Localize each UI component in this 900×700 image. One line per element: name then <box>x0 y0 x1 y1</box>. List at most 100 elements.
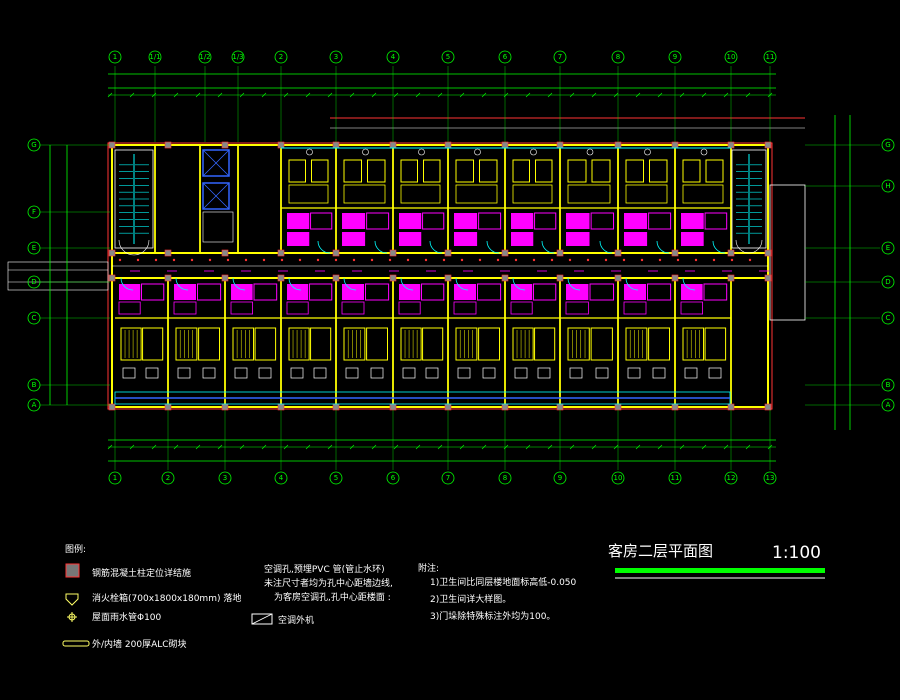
structural-column <box>164 141 172 149</box>
armchair <box>425 367 439 379</box>
grid-bubble-circle <box>108 50 122 64</box>
grid-bubble-bottom: 2 <box>161 471 175 485</box>
guest-room-south <box>286 277 333 379</box>
dimension-tick <box>613 92 619 98</box>
grid-bubble-bottom: 11 <box>668 471 682 485</box>
bed <box>478 327 501 361</box>
structural-column <box>764 274 772 282</box>
structural-column <box>389 141 397 149</box>
dimension-tick <box>547 444 553 450</box>
structural-column <box>727 141 735 149</box>
guest-room-south <box>398 277 445 379</box>
grid-bubble-circle <box>498 50 512 64</box>
grid-bubble-label: D <box>885 278 890 286</box>
door-swing <box>599 240 613 254</box>
structural-column <box>727 249 735 257</box>
guest-room-south <box>230 277 278 379</box>
bathtub <box>231 284 253 300</box>
structural-column <box>727 403 735 411</box>
dimension-tick <box>745 444 751 450</box>
bathtub <box>511 284 533 300</box>
structural-column <box>444 141 452 149</box>
grid-bubble-label: 1 <box>113 53 117 61</box>
door-swing <box>455 277 469 291</box>
grid-bubble-left: D <box>27 275 41 289</box>
bed <box>567 159 587 183</box>
bed <box>625 327 648 361</box>
dimension-tick <box>679 444 685 450</box>
corridor-marker <box>694 258 698 262</box>
door-swing <box>541 240 555 254</box>
corridor-marker <box>370 258 374 262</box>
bathtub <box>681 213 704 229</box>
dimension-tick <box>415 92 421 98</box>
structural-column <box>389 274 397 282</box>
ac-note-line: 空调孔,预埋PVC 管(管止水环) <box>264 563 385 575</box>
guest-room-south <box>680 277 728 379</box>
grid-bubble-label: 9 <box>673 53 677 61</box>
corridor-marker <box>352 258 356 262</box>
floor-drain-icon <box>67 612 77 622</box>
guest-room-south <box>341 277 390 379</box>
bed <box>625 159 644 183</box>
legend-item-text: 屋面雨水管Φ100 <box>92 611 162 623</box>
grid-bubble-label: 1/2 <box>199 53 210 61</box>
dimension-tick <box>217 444 223 450</box>
dimension-tick <box>723 444 729 450</box>
dimension-tick <box>437 444 443 450</box>
structural-column <box>556 403 564 411</box>
grid-bubble-circle <box>763 50 777 64</box>
elevator-shaft <box>202 182 230 210</box>
grid-bubble-label: 9 <box>558 474 562 482</box>
door-swing <box>625 277 639 291</box>
bathtub <box>342 284 364 300</box>
grid-bubble-label: 7 <box>558 53 562 61</box>
washbasin <box>366 212 390 230</box>
grid-bubble-label: 6 <box>391 474 396 482</box>
washbasin <box>365 283 390 301</box>
note-item: 3)门垛除特殊标注外均为100。 <box>430 610 555 622</box>
structural-column <box>444 403 452 411</box>
dimension-tick <box>745 92 751 98</box>
door-swing <box>429 240 443 254</box>
floor-plan <box>7 117 806 411</box>
elevator-cross <box>202 149 230 177</box>
grid-bubble-right: B <box>881 378 895 392</box>
grid-bubble-circle <box>668 50 682 64</box>
desk <box>625 184 668 204</box>
bed <box>311 159 329 183</box>
guest-room-south <box>173 277 222 379</box>
structural-column <box>221 274 229 282</box>
corridor-marker <box>712 258 716 262</box>
grid-bubble-circle <box>27 275 41 289</box>
grid-bubble-circle <box>27 138 41 152</box>
armchair <box>345 367 359 379</box>
dimension-tick <box>503 92 509 98</box>
notes-heading: 附注: <box>418 562 439 574</box>
elevator-shaft <box>202 149 230 177</box>
dimension-tick <box>349 92 355 98</box>
grid-bubble-circle <box>148 50 162 64</box>
bed <box>232 327 255 361</box>
armchair <box>595 367 609 379</box>
bed <box>254 327 277 361</box>
corridor-marker <box>118 258 122 262</box>
structural-column <box>108 249 116 257</box>
legend-item-text: 外/内墙 200厚ALC砌块 <box>92 638 187 650</box>
structural-column <box>614 249 622 257</box>
corridor-marker <box>280 258 284 262</box>
armchair <box>457 367 471 379</box>
grid-bubble-circle <box>611 471 625 485</box>
lamp <box>644 148 651 156</box>
bed <box>343 159 362 183</box>
grid-bubble-label: G <box>31 141 36 149</box>
grid-bubble-label: B <box>886 381 891 389</box>
grid-bubble-label: 4 <box>279 474 284 482</box>
grid-bubble-label: F <box>32 208 36 216</box>
ac-note-line: 为客房空调孔,孔中心距楼面 : <box>274 591 391 603</box>
grid-bubble-label: B <box>32 381 37 389</box>
grid-bubble-circle <box>386 50 400 64</box>
armchair <box>684 367 698 379</box>
grid-bubble-label: D <box>31 278 36 286</box>
corridor-marker <box>388 258 392 262</box>
